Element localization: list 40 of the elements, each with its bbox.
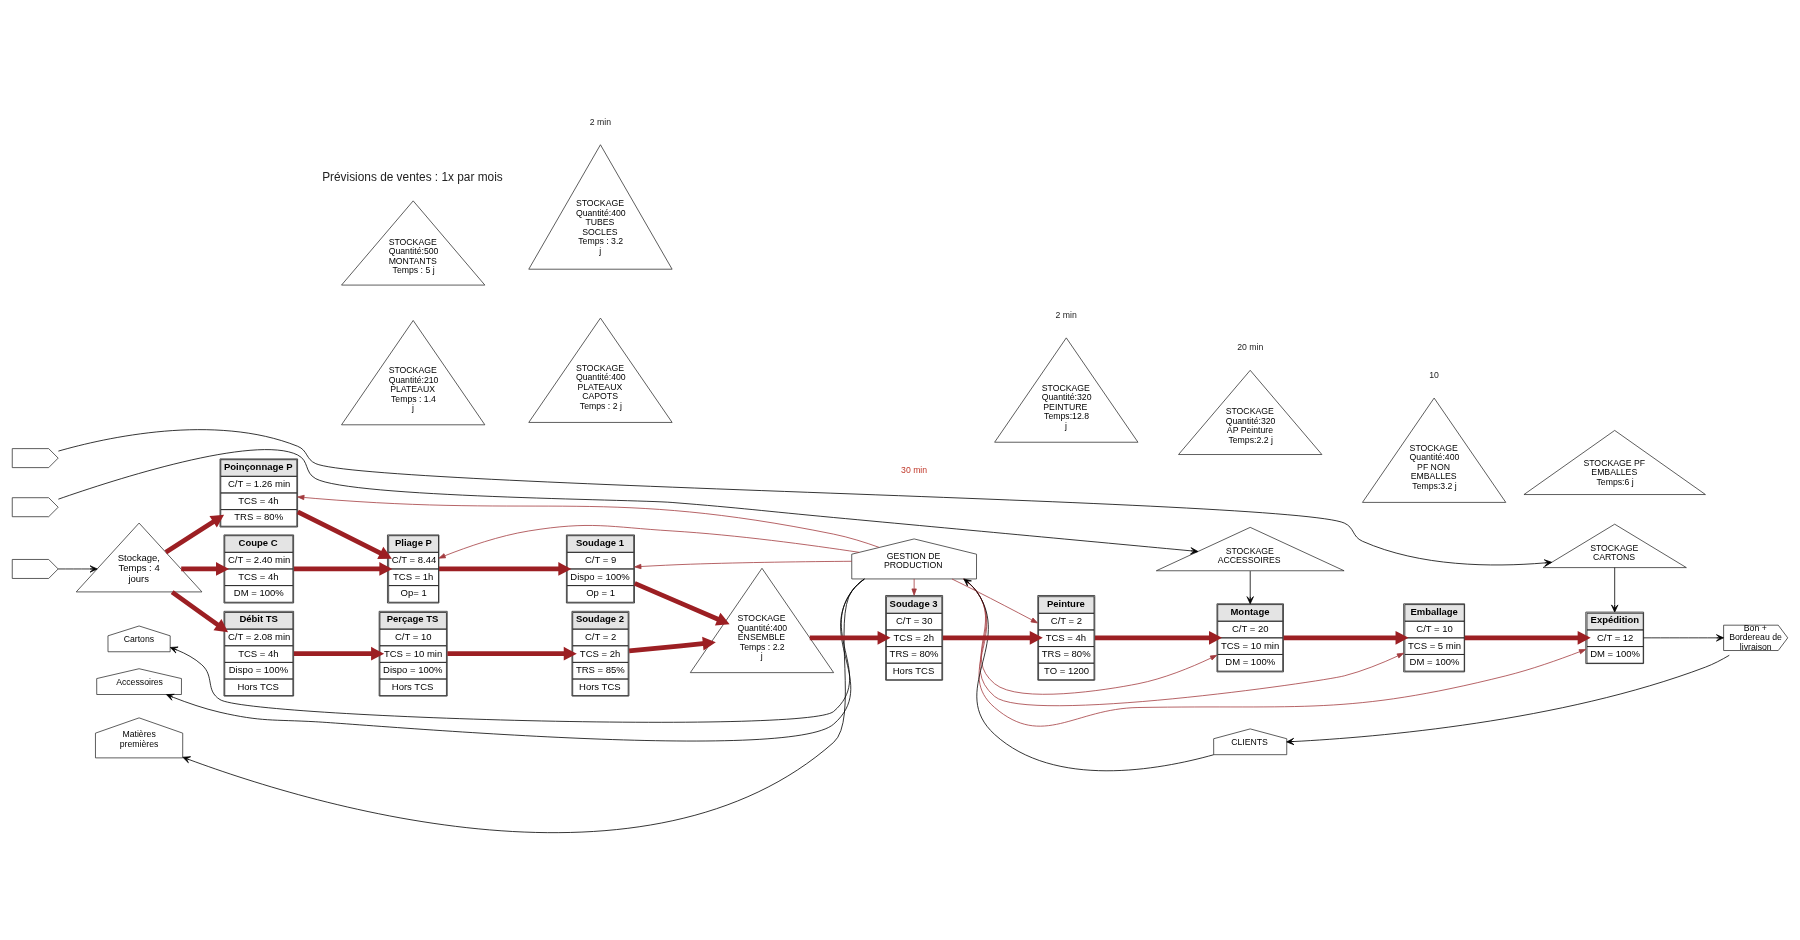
arrow <box>963 578 1215 771</box>
label: 2 min <box>1055 309 1077 320</box>
label: Prévisions de ventes : 1x par mois <box>322 169 503 184</box>
arrow <box>182 578 865 833</box>
arrow <box>962 578 1218 695</box>
arrow <box>1246 570 1254 604</box>
label: 20 min <box>1237 341 1264 352</box>
arrow <box>181 561 230 576</box>
arrow <box>633 580 730 625</box>
arrow <box>634 560 853 569</box>
arrow <box>951 578 1038 623</box>
arrow <box>1611 566 1619 612</box>
arrow <box>809 630 891 645</box>
arrow <box>963 578 1587 727</box>
arrow <box>911 578 917 596</box>
arrow <box>628 636 716 653</box>
arrow <box>297 494 880 548</box>
label: 10 <box>1429 369 1439 380</box>
arrow <box>296 509 392 559</box>
node-truck <box>11 447 59 468</box>
arrow <box>447 646 577 661</box>
arrow <box>1464 630 1591 645</box>
label: 30 min <box>901 464 928 475</box>
arrow <box>1283 630 1409 645</box>
arrow <box>1286 654 1730 745</box>
arrow <box>170 589 229 632</box>
arrow <box>1094 630 1222 645</box>
node-truck <box>11 496 59 517</box>
arrow <box>942 630 1043 645</box>
arrow <box>293 561 393 576</box>
arrow <box>438 524 860 559</box>
arrow <box>1643 633 1724 641</box>
arrow <box>963 578 1405 706</box>
arrow <box>439 561 572 576</box>
arrow <box>57 564 98 573</box>
node-truck <box>11 558 59 579</box>
label: 2 min <box>589 116 612 127</box>
arrow <box>164 514 225 554</box>
arrow <box>58 428 1553 566</box>
arrow <box>293 646 385 661</box>
